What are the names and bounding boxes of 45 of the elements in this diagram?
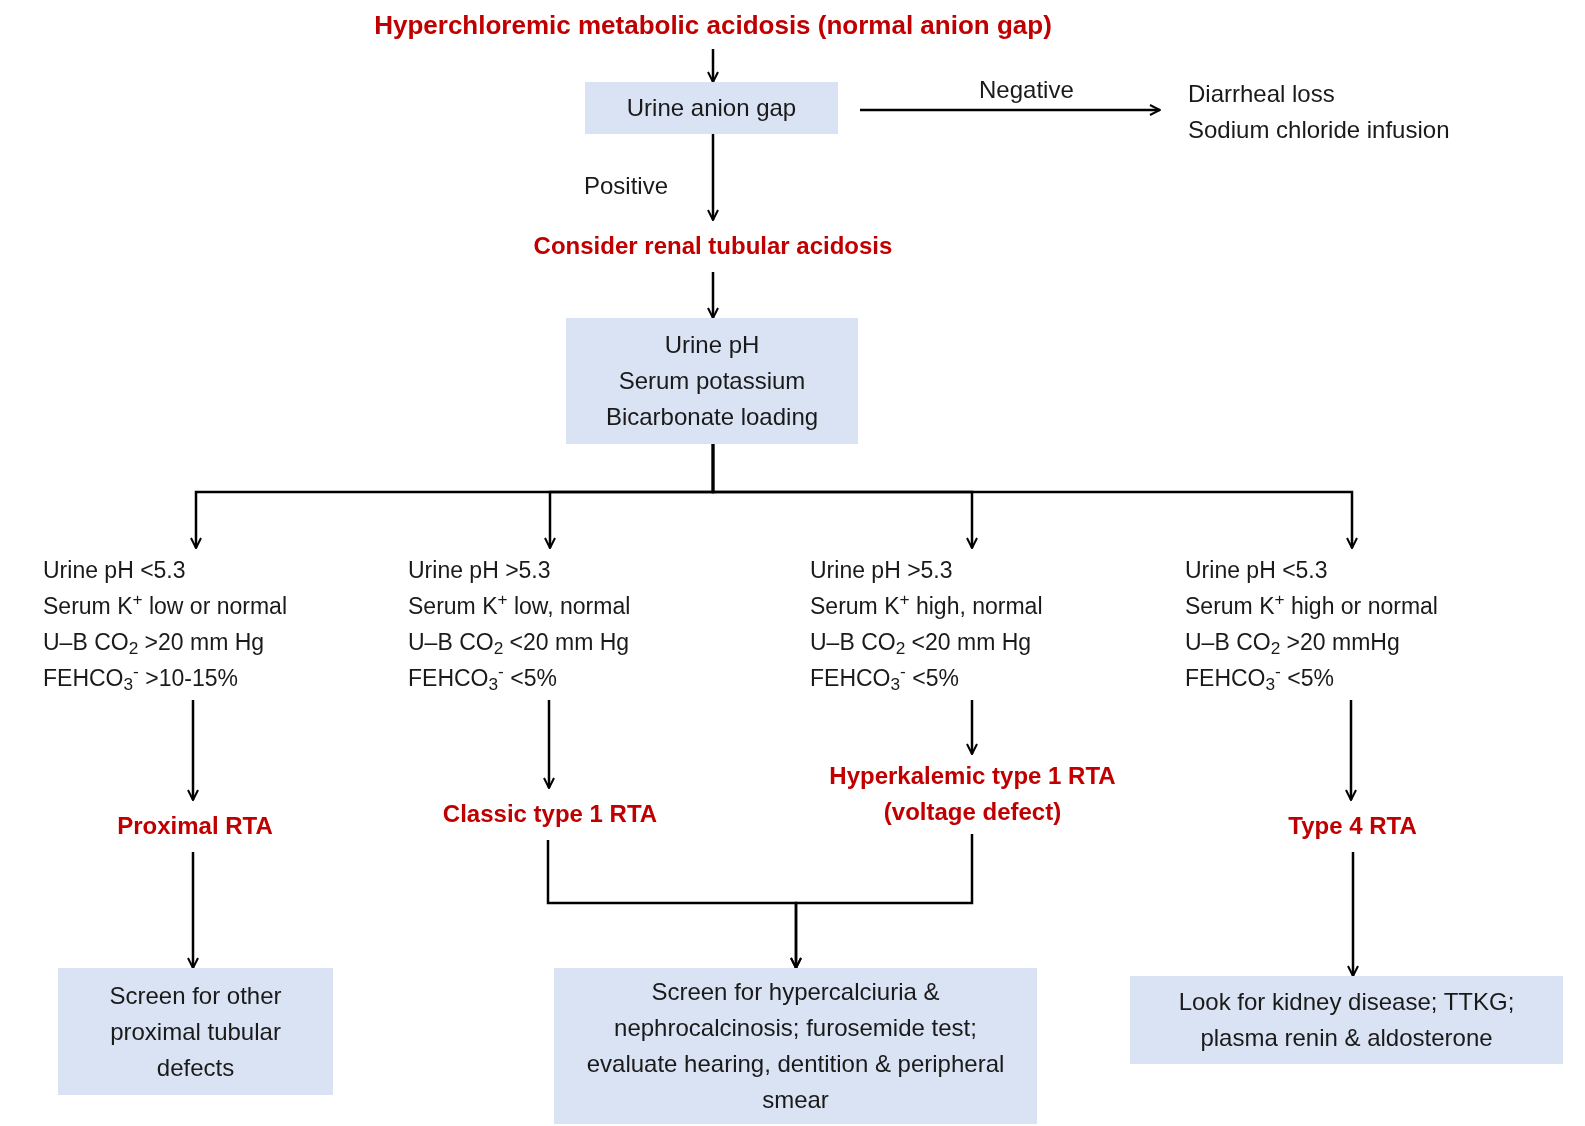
diagnosis-text: Classic type 1 RTA <box>420 788 680 840</box>
process-box: Screen for other proximal tubular defects <box>58 968 333 1095</box>
text-line: U–B CO$_{2}$ <20 mm Hg <box>408 628 631 660</box>
arrow <box>1345 700 1357 801</box>
arrow <box>187 700 199 801</box>
text-line: U–B CO$_{2}$ >20 mmHg <box>1185 628 1401 660</box>
text-line: Hyperkalemic type 1 RTA <box>828 761 1117 791</box>
arrow <box>966 700 978 755</box>
process-box: Urine anion gap <box>585 82 838 134</box>
text-line: Urine pH >5.3 <box>408 556 552 585</box>
arrow <box>790 834 974 969</box>
process-box: Look for kidney disease; TTKG; plasma renin & aldosterone <box>1130 976 1563 1064</box>
text-line: Serum K$^{+}$ low or normal <box>43 588 288 621</box>
diagnosis-text: Consider renal tubular acidosis <box>480 220 946 272</box>
diagnosis-text: Proximal RTA <box>80 800 310 852</box>
arrow <box>707 272 719 319</box>
process-box: Screen for hypercalciuria & nephrocalcinosis; furosemide test; evaluate hearing, dentition & peripheral smear <box>554 968 1037 1124</box>
arrow <box>1347 852 1359 977</box>
diagnosis-text: Type 4 RTA <box>1240 800 1465 852</box>
text-line: Serum K$^{+}$ low, normal <box>408 588 632 621</box>
text-line: Urine pH >5.3 <box>810 556 954 585</box>
text-line: Serum K$^{+}$ high, normal <box>810 588 1044 621</box>
text-line: Diarrheal loss <box>1188 79 1336 109</box>
arrow <box>860 104 1161 116</box>
text-line: U–B CO$_{2}$ <20 mm Hg <box>810 628 1033 660</box>
box-line: Serum potassium <box>617 366 807 396</box>
text-line: Serum K$^{+}$ high or normal <box>1185 588 1439 621</box>
text-line: (voltage defect) <box>882 797 1063 827</box>
text-line: FEHCO$_{3}$$^{-}$ >10-15% <box>43 660 239 696</box>
text-line: Urine pH <5.3 <box>1185 556 1329 585</box>
arrow <box>707 134 719 221</box>
text-line: Urine pH <5.3 <box>43 556 187 585</box>
text-line: FEHCO$_{3}$$^{-}$ <5% <box>408 660 558 696</box>
text-line: Sodium chloride infusion <box>1188 115 1451 145</box>
text-line: FEHCO$_{3}$$^{-}$ <5% <box>1185 660 1335 696</box>
arrow <box>543 700 555 789</box>
arrow <box>707 49 719 83</box>
arrow <box>187 852 199 969</box>
heading-text: Hyperchloremic metabolic acidosis (normal anion gap) <box>330 2 1096 49</box>
text-line: U–B CO$_{2}$ >20 mm Hg <box>43 628 266 660</box>
box-line: Urine pH <box>663 330 761 360</box>
box-line: Bicarbonate loading <box>604 402 820 432</box>
text-line: FEHCO$_{3}$$^{-}$ <5% <box>810 660 960 696</box>
process-box <box>566 318 858 444</box>
arrow <box>711 444 1358 549</box>
